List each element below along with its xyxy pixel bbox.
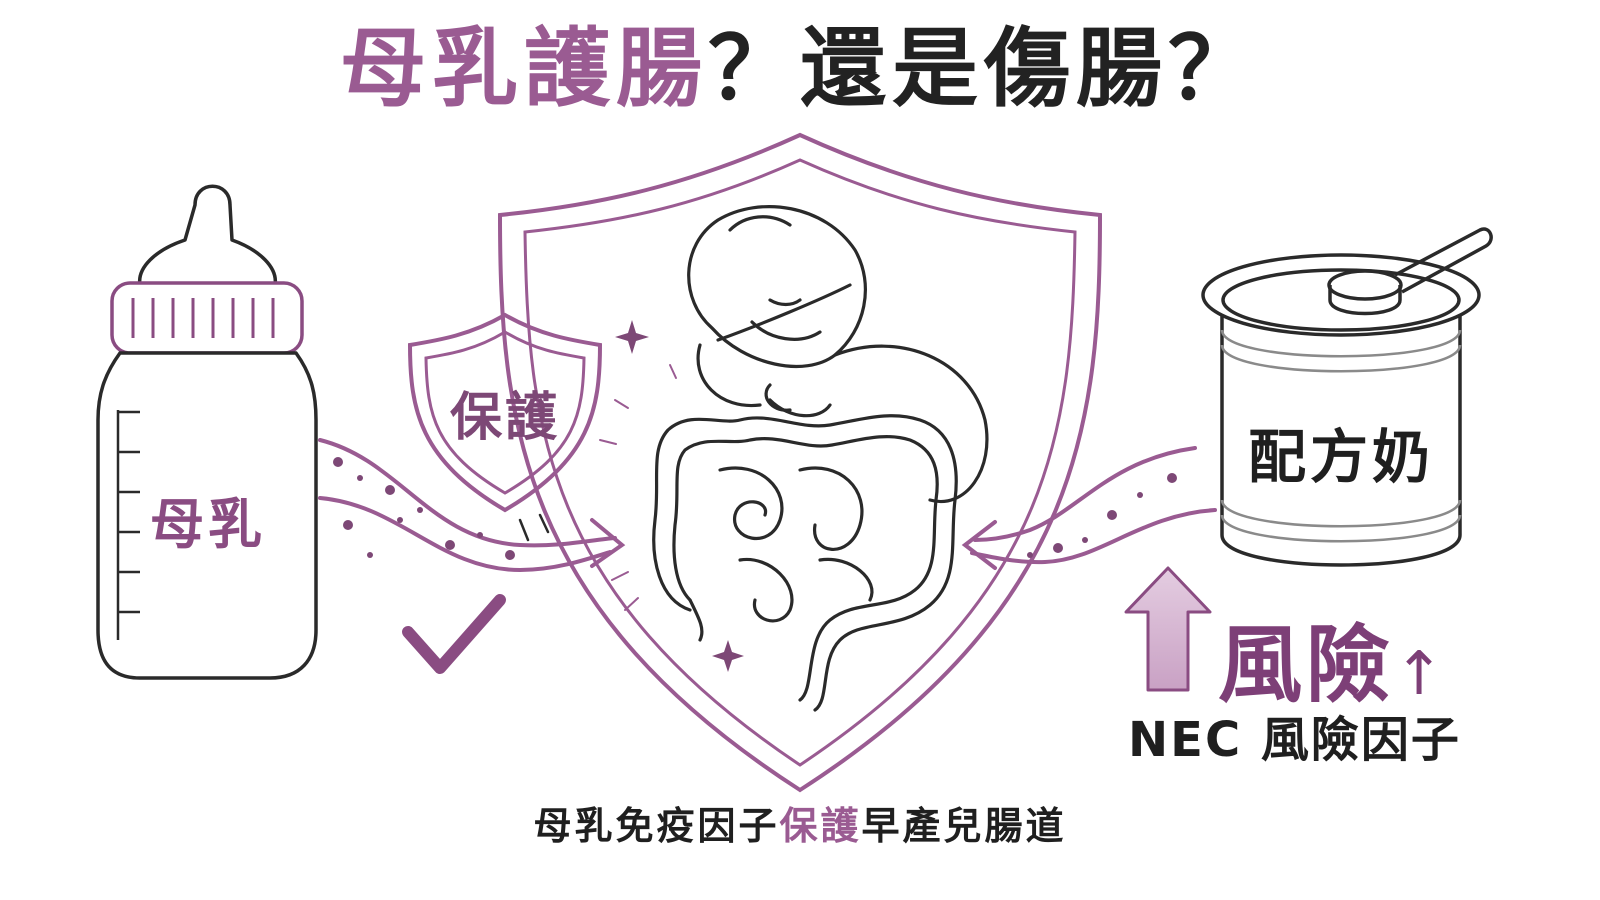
nec-risk-factor-label: NEC 風險因子 (1128, 712, 1461, 768)
formula-particles (1027, 473, 1177, 558)
shield-accent-lines (518, 513, 550, 542)
caption-after: 早產兒腸道 (861, 804, 1067, 848)
large-shield-icon (497, 132, 1103, 793)
caption-before: 母乳免疫因子 (533, 804, 780, 848)
intestine-icon (652, 414, 958, 712)
breastmilk-particles (333, 457, 515, 560)
page-title: 母乳護腸？還是傷腸？ (0, 22, 1600, 117)
baby-bottle-icon (96, 184, 318, 680)
title-part-harm: 還是傷腸 (800, 19, 1168, 119)
breastmilk-flow-arrow (318, 438, 626, 573)
bottle-label: 母乳 (150, 493, 266, 556)
risk-label: 風險↑ (1218, 598, 1448, 719)
radiating-lines (599, 364, 677, 611)
checkmark-icon (402, 594, 506, 674)
risk-up-symbol: ↑ (1394, 639, 1449, 709)
formula-can-icon (1201, 227, 1493, 567)
formula-flow-arrow (961, 446, 1217, 570)
premature-baby-icon (687, 205, 989, 504)
sparkle-icons (615, 320, 744, 672)
bottom-caption: 母乳免疫因子保護早產兒腸道 (0, 795, 1600, 850)
shield-label: 保護 (450, 388, 561, 448)
caption-highlight: 保護 (779, 804, 862, 848)
title-question-2: ？ (1168, 19, 1260, 119)
formula-can-label: 配方奶 (1248, 423, 1435, 491)
title-question-1: ？ (708, 19, 800, 119)
title-part-protect: 母乳護腸 (340, 19, 708, 119)
risk-text: 風險 (1218, 616, 1395, 714)
risk-up-arrow-icon (1124, 566, 1212, 692)
small-shield-icon (407, 312, 603, 513)
